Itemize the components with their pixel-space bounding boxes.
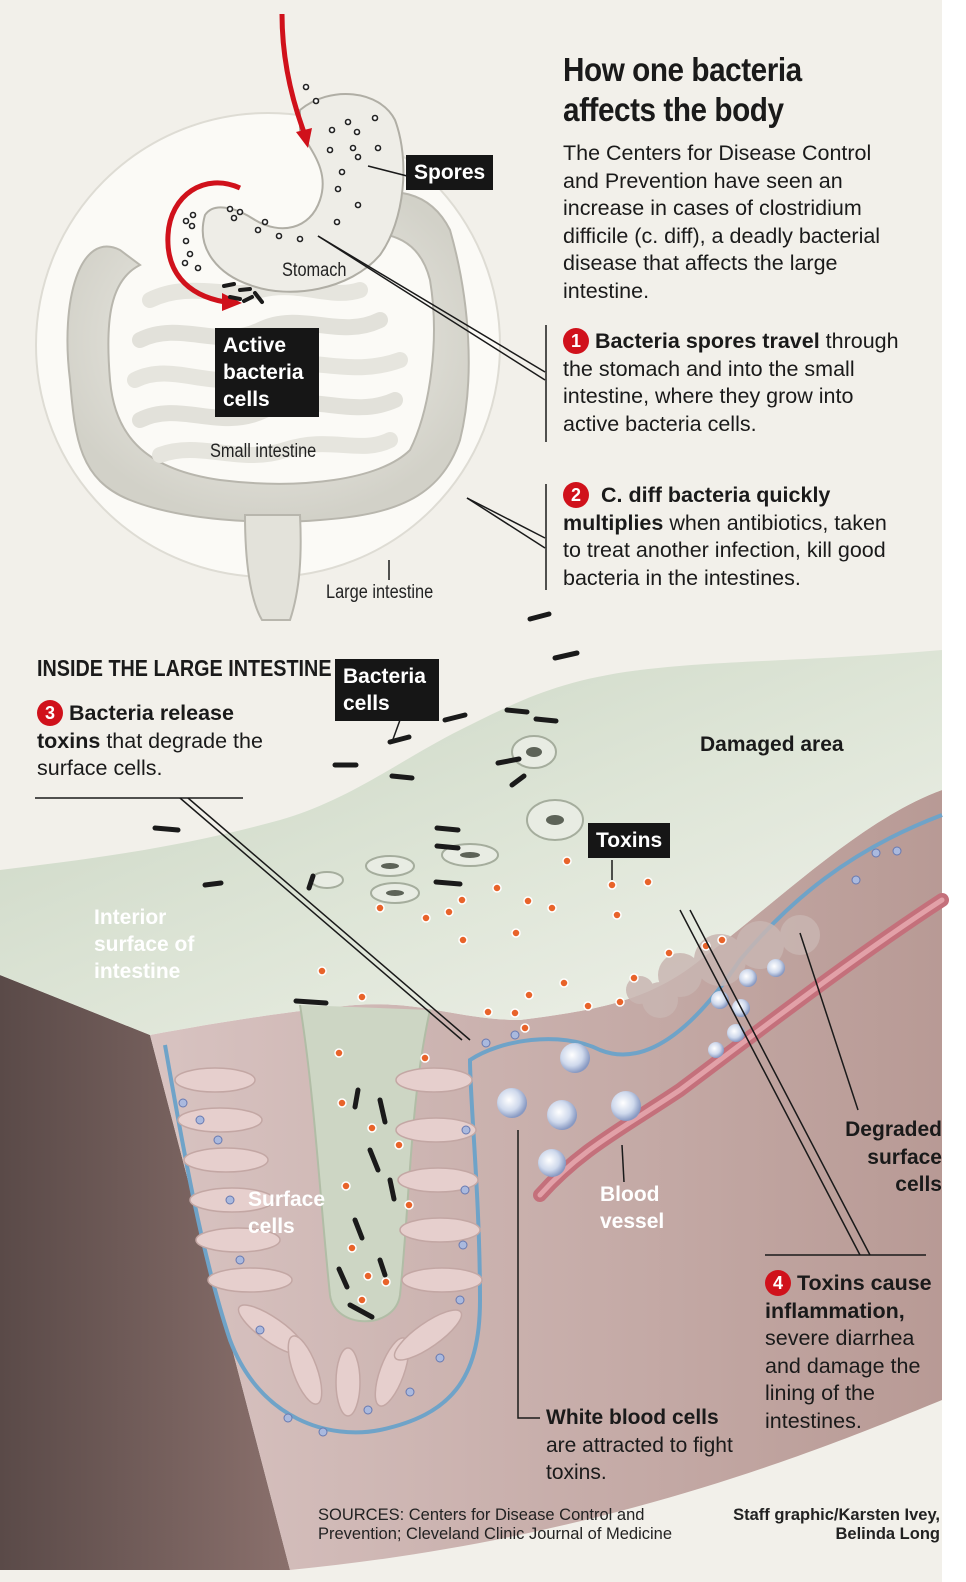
white-blood-bold: White blood cells <box>546 1406 719 1429</box>
blood-vessel-label: Blood vessel <box>600 1183 665 1233</box>
step-4-bold: Toxins cause inflammation, <box>765 1271 932 1323</box>
section-heading: INSIDE THE LARGE INTESTINE <box>37 655 332 681</box>
intestine-cross-section <box>0 611 949 1570</box>
rectum-shape <box>243 514 302 621</box>
block-side-face <box>0 975 290 1570</box>
blood-vessel-highlight <box>537 897 945 1198</box>
step-3-number: 3 <box>37 700 63 726</box>
small-intestine-label: Small intestine <box>210 441 317 462</box>
step-2-text: when antibiotics, taken to treat another… <box>563 510 887 590</box>
surface-cells-label: Surface cells <box>248 1188 326 1238</box>
bacteria-path-arrow <box>165 180 242 305</box>
large-intestine-shape <box>66 191 470 523</box>
bacteria-cells-tag: Bacteria cells <box>335 659 439 721</box>
step-2-bold: C. diff bacteria quickly multiplies <box>563 483 831 535</box>
credit-note: Staff graphic/Karsten Ivey, Belinda Long <box>733 1506 940 1543</box>
damaged-area-label: Damaged area <box>700 733 844 756</box>
stomach-label: Stomach <box>282 260 347 281</box>
step-2: 2 C. diff bacteria quickly multiplies wh… <box>563 482 908 592</box>
active-bacteria-marks <box>222 282 264 304</box>
surface-cells-ring <box>174 1067 483 1417</box>
leader-lines <box>317 165 547 590</box>
leader-lines-bottom <box>35 719 926 1419</box>
toxins-tag: Toxins <box>588 823 671 858</box>
spores-dots <box>181 83 382 272</box>
damaged-spot-centers <box>381 747 564 896</box>
spores-path-arrow <box>279 13 308 136</box>
step-1-number: 1 <box>563 328 589 354</box>
white-blood-text: are attracted to fight toxins. <box>546 1433 733 1485</box>
bacteria-path-arrowhead <box>222 293 242 311</box>
active-bacteria-tag: Active bacteria cells <box>215 328 319 417</box>
white-blood-cells <box>497 959 785 1177</box>
degraded-surface-label: Degraded surface cells <box>845 1118 942 1196</box>
sources-note: SOURCES: Centers for Disease Control and… <box>318 1506 673 1543</box>
step-1-bold: Bacteria spores travel <box>595 329 820 353</box>
step-4-text: severe diarrhea and damage the lining of… <box>765 1326 921 1433</box>
step-1-text: through the stomach and into the small i… <box>563 329 899 436</box>
stomach-shape <box>201 93 405 293</box>
step-4-number: 4 <box>765 1270 791 1296</box>
bacteria-rods <box>152 611 580 1320</box>
step-3-text: that degrade the surface cells. <box>37 728 263 781</box>
large-intestine-label: Large intestine <box>326 582 434 603</box>
step-2-number: 2 <box>563 482 589 508</box>
toxins-dots <box>317 856 727 1305</box>
spores-tag: Spores <box>406 155 494 190</box>
page-title: How one bacteria affects the body <box>563 51 802 128</box>
white-blood-cells-label: White blood cells are attracted to fight… <box>546 1404 736 1487</box>
damaged-spots <box>310 735 584 904</box>
step-3-bold: Bacteria release toxins <box>37 701 234 753</box>
lining-dots <box>178 846 902 1437</box>
intro-text: The Centers for Disease Control and Prev… <box>563 141 881 303</box>
interior-surface-label: Interior surface of intestine <box>94 906 195 983</box>
spores-path-arrowhead <box>296 128 312 148</box>
